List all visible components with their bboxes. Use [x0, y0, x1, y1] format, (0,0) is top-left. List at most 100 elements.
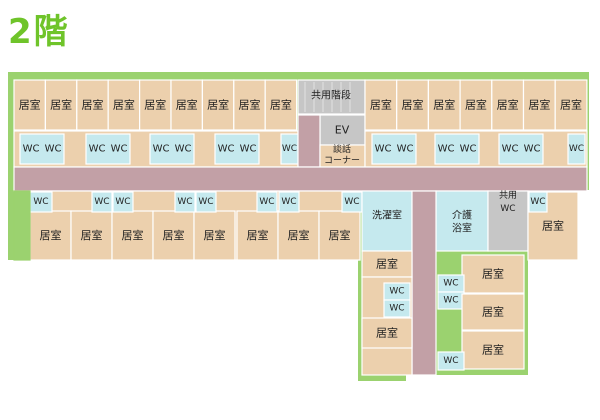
room-label: 居室 — [482, 343, 504, 357]
wc — [383, 299, 411, 318]
ev — [319, 114, 366, 146]
wc — [278, 191, 300, 213]
room — [318, 210, 361, 261]
wc-label: WC — [443, 356, 458, 366]
room-label: 居室 — [40, 228, 62, 242]
bath — [435, 190, 489, 252]
shared-wc — [487, 190, 529, 252]
wc-label: WC — [153, 144, 170, 155]
room — [107, 79, 141, 131]
wc-label: WC — [443, 279, 458, 289]
room-label: 居室 — [329, 228, 351, 242]
wc-label: WC — [218, 144, 235, 155]
wc — [149, 133, 195, 165]
wc-label: WC — [115, 197, 130, 207]
wc-label: WC — [23, 144, 40, 155]
room — [277, 210, 320, 261]
room-label: 居室 — [482, 305, 504, 319]
wc — [437, 351, 465, 371]
bath-label-1: 介護 — [452, 209, 472, 222]
room-label: 居室 — [497, 98, 519, 112]
wc-label: WC — [45, 144, 62, 155]
stairs-label: 共用階段 — [311, 89, 351, 102]
wc-label: WC — [569, 144, 584, 154]
room-label: 居室 — [370, 98, 392, 112]
wc-label: WC — [443, 296, 458, 306]
wc — [19, 133, 65, 165]
room — [44, 79, 78, 131]
wc — [498, 133, 544, 165]
room-label: 居室 — [288, 228, 310, 242]
room — [170, 79, 203, 131]
room-label: 居室 — [82, 98, 104, 112]
wc — [371, 133, 417, 165]
corridor — [13, 166, 588, 192]
wc — [85, 133, 131, 165]
room — [427, 79, 461, 131]
wc — [256, 191, 278, 213]
room — [361, 317, 413, 349]
wc-label: WC — [240, 144, 257, 155]
lounge-label-2: コーナー — [324, 155, 360, 166]
room — [201, 79, 235, 131]
shared-wc-label-1: 共用 — [499, 190, 517, 201]
room — [264, 79, 298, 131]
wc — [567, 133, 586, 165]
room-label: 居室 — [433, 98, 455, 112]
room-label: 居室 — [376, 257, 398, 271]
room-label: 居室 — [270, 98, 292, 112]
room-label: 居室 — [122, 228, 144, 242]
room — [233, 79, 266, 131]
room — [461, 254, 525, 294]
floor-title: 2階 — [8, 12, 70, 52]
wc-label: WC — [524, 144, 541, 155]
room-label: 居室 — [50, 98, 72, 112]
wc — [174, 191, 196, 213]
room-label: 居室 — [81, 228, 103, 242]
wc-label: WC — [530, 197, 545, 207]
wc-label: WC — [397, 144, 414, 155]
room-label: 居室 — [19, 98, 41, 112]
wc-label: WC — [502, 144, 519, 155]
room-label: 居室 — [113, 98, 135, 112]
room-label: 居室 — [376, 326, 398, 340]
room — [461, 293, 525, 331]
room-label: 居室 — [163, 228, 185, 242]
wc-label: WC — [89, 144, 106, 155]
room-band-left — [13, 190, 31, 261]
wc — [214, 133, 260, 165]
wc — [434, 133, 480, 165]
wc-label: WC — [111, 144, 128, 155]
wc-label: WC — [175, 144, 192, 155]
room — [152, 210, 195, 261]
wc-label: WC — [389, 304, 404, 314]
shared-wc-label-2: WC — [500, 204, 515, 214]
wc-label: WC — [33, 197, 48, 207]
wc-label: WC — [94, 197, 109, 207]
room-label: 居室 — [482, 267, 504, 281]
wc-label: WC — [282, 144, 297, 154]
room-label: 居室 — [144, 98, 166, 112]
wc-label: WC — [389, 287, 404, 297]
wc-label: WC — [460, 144, 477, 155]
wc-label: WC — [198, 197, 213, 207]
corridor-vertical — [411, 190, 437, 376]
room-label: 居室 — [204, 228, 226, 242]
laundry-label: 洗濯室 — [372, 209, 402, 222]
room — [364, 79, 398, 131]
corridor-core — [297, 114, 321, 168]
wc-label: WC — [177, 197, 192, 207]
room-label: 居室 — [465, 98, 487, 112]
room — [13, 79, 46, 131]
wc — [112, 191, 134, 213]
room-label: 居室 — [402, 98, 424, 112]
bath-label-2: 浴室 — [452, 222, 472, 235]
room — [139, 79, 172, 131]
room — [236, 210, 279, 261]
room-label: 居室 — [247, 228, 269, 242]
wc-label: WC — [344, 197, 359, 207]
room — [554, 79, 588, 131]
room-label: 居室 — [542, 219, 564, 233]
wc — [91, 191, 113, 213]
